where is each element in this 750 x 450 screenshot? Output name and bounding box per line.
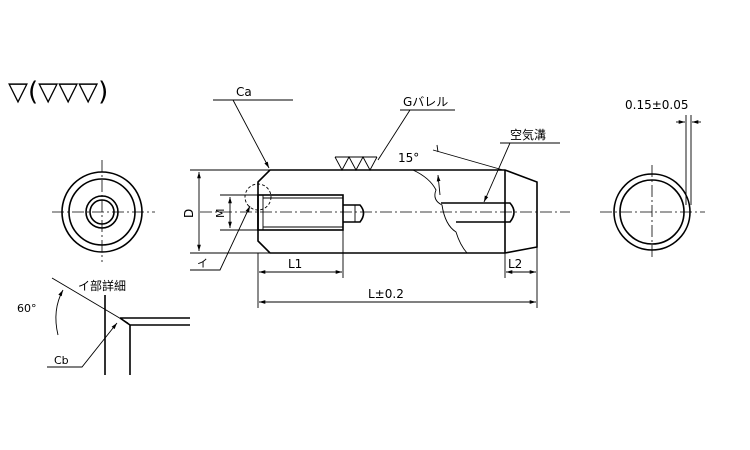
angle-15-label: 15° [398,151,419,165]
detail-title: イ部詳細 [78,278,126,293]
barrel-label: Gバレル [403,95,448,109]
dim-l2-label: L2 [508,257,522,271]
detail-marker-label: イ [197,257,208,270]
dim-l-label: L±0.2 [368,287,404,301]
end-view-left [52,160,155,262]
pin-side-view [200,156,570,254]
end-view-right [600,115,705,260]
air-groove-label: 空気溝 [510,127,546,142]
tolerance-label: 0.15±0.05 [625,98,689,112]
surface-finish-symbol: ▽(▽▽▽) [8,77,108,107]
chamfer-b-label: Cb [54,354,69,367]
dim-d-label: D [182,209,196,218]
dim-m-label: M [214,209,227,219]
dimensions [190,99,560,308]
detail-view [47,277,190,375]
dim-l1-label: L1 [288,257,302,271]
angle-60-label: 60° [17,302,37,315]
chamfer-a-label: Ca [236,85,252,99]
